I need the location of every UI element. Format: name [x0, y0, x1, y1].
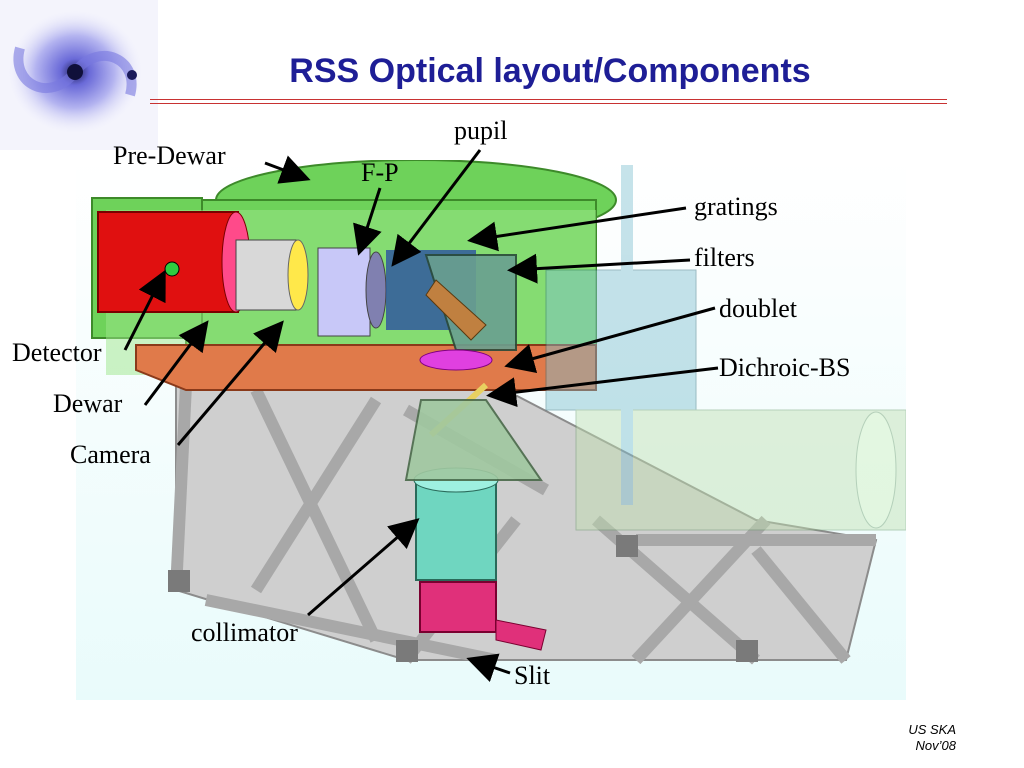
- label-gratings: gratings: [694, 192, 778, 221]
- footer-line-2: Nov’08: [915, 738, 956, 753]
- collimator-assembly: [413, 467, 499, 581]
- label-pupil: pupil: [454, 116, 508, 145]
- galaxy-logo: [0, 0, 158, 150]
- footer-line-1: US SKA: [908, 722, 956, 737]
- gratings-filters: [386, 250, 517, 351]
- slit-assembly: [419, 581, 547, 651]
- label-camera: Camera: [70, 440, 151, 469]
- label-fp: F-P: [361, 158, 399, 187]
- label-pre-dewar: Pre-Dewar: [113, 141, 226, 170]
- label-doublet: doublet: [719, 294, 797, 323]
- doublet-lens: [419, 349, 493, 371]
- label-dewar: Dewar: [53, 389, 123, 418]
- label-detector: Detector: [12, 338, 102, 367]
- label-collimator: collimator: [191, 618, 298, 647]
- label-slit: Slit: [514, 661, 551, 690]
- label-filters: filters: [694, 243, 755, 272]
- footer: US SKA Nov’08: [908, 722, 956, 754]
- label-dichroic-bs: Dichroic-BS: [719, 353, 851, 382]
- title-rule: [150, 99, 947, 100]
- optical-bench: [135, 344, 597, 391]
- title-rule-secondary: [150, 103, 947, 104]
- camera-assembly: [97, 211, 387, 337]
- slide-title: RSS Optical layout/Components: [289, 52, 811, 90]
